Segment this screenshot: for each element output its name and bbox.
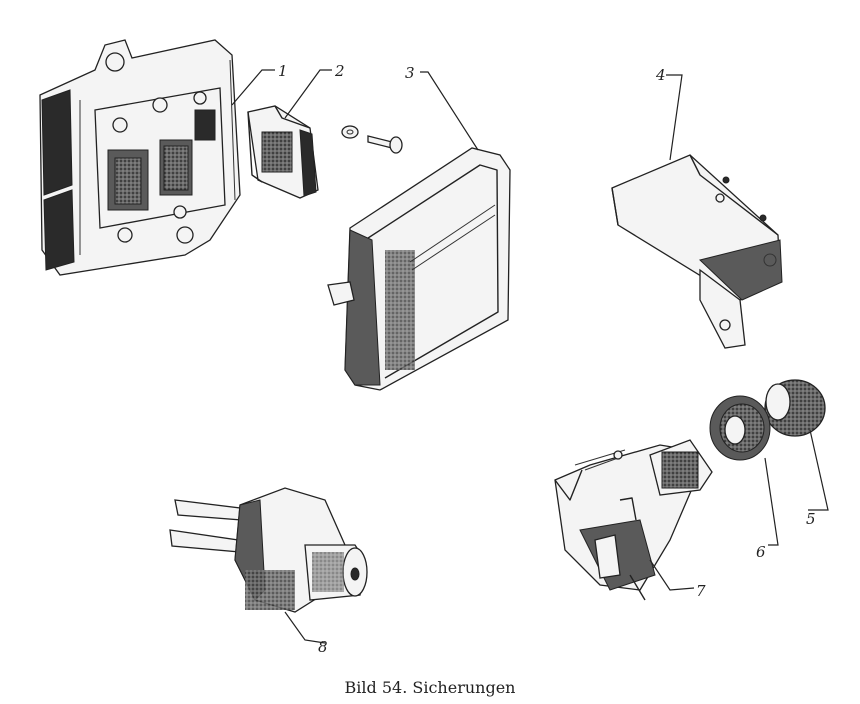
part-5-cap (764, 379, 826, 437)
part-labels: 1 2 3 4 5 6 7 8 (278, 62, 816, 656)
label-part-6: 6 (756, 543, 766, 561)
part-3-cover (327, 147, 511, 391)
leader-lines (231, 69, 829, 644)
label-part-5: 5 (806, 510, 816, 528)
label-part-8: 8 (318, 638, 328, 656)
label-part-3: 3 (405, 64, 415, 82)
washer-and-screw (341, 125, 403, 154)
part-7-holder (554, 439, 713, 601)
part-4-box (611, 154, 783, 349)
part-2-fuse-clip (247, 105, 319, 199)
label-part-1: 1 (278, 62, 288, 80)
label-part-2: 2 (334, 62, 345, 80)
label-part-4: 4 (655, 66, 666, 84)
figure-caption: Bild 54. Sicherungen (344, 678, 516, 697)
part-6-nut (709, 395, 771, 461)
part-1-fuse-block (39, 39, 241, 276)
label-part-7: 7 (696, 582, 706, 600)
part-8-switch (169, 487, 368, 613)
